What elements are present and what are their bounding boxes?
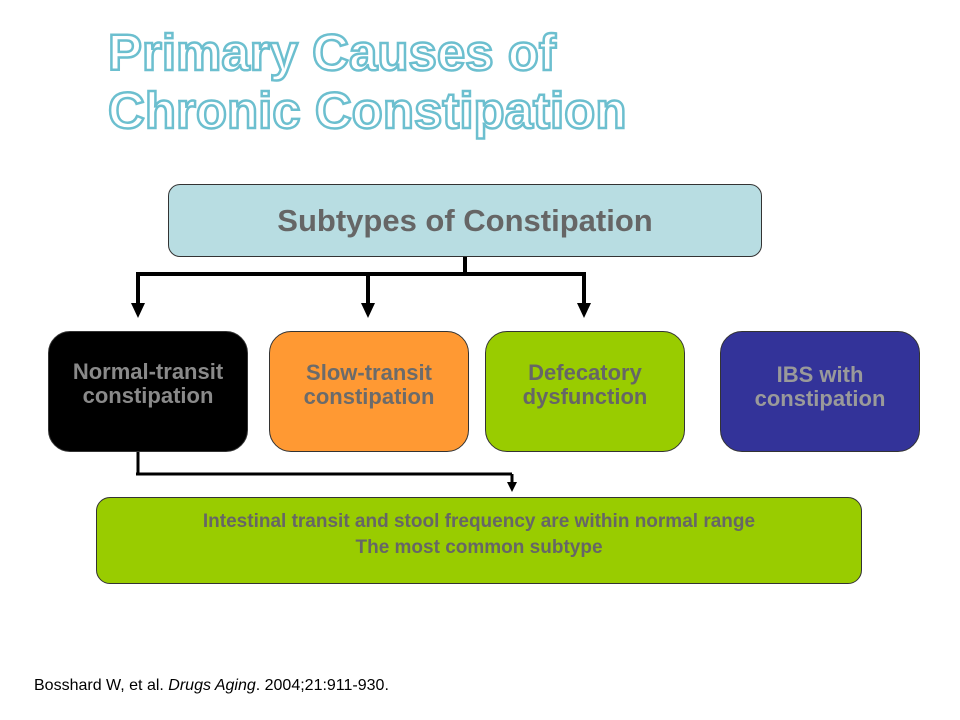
subtype-normal-transit: Normal-transit constipation — [48, 331, 248, 452]
citation-journal: Drugs Aging — [168, 677, 256, 694]
subtype-label-line-2: constipation — [303, 383, 435, 409]
arrowhead-slow-transit — [361, 303, 375, 318]
citation-authors: Bosshard W, et al. — [34, 677, 169, 694]
detail-box: Intestinal transit and stool frequency a… — [96, 497, 862, 584]
title-line-2: Chronic Constipation — [107, 81, 628, 141]
subtype-label-line-1: IBS with — [776, 361, 864, 387]
root-node-box: Subtypes of Constipation — [168, 184, 762, 257]
arrowhead-defecatory — [577, 303, 591, 318]
citation: Bosshard W, et al. Drugs Aging. 2004;21:… — [34, 677, 389, 695]
subtype-label-line-2: dysfunction — [522, 383, 648, 409]
arrowhead-normal-transit — [131, 303, 145, 318]
subtype-label-line-1: Slow-transit — [306, 359, 432, 385]
subtype-ibs-constipation: IBS with constipation — [720, 331, 920, 452]
slide-title: Primary Causes of Chronic Constipation — [107, 23, 628, 141]
subtype-label-line-2: constipation — [754, 385, 886, 411]
detail-line-2: The most common subtype — [355, 536, 603, 558]
subtype-label-line-1: Defecatory — [528, 359, 642, 385]
citation-separator: . — [255, 677, 265, 694]
subtype-defecatory-dysfunction: Defecatory dysfunction — [485, 331, 685, 452]
root-node-label: Subtypes of Constipation — [277, 202, 653, 238]
subtype-slow-transit: Slow-transit constipation — [269, 331, 469, 452]
arrowhead-detail — [507, 482, 517, 492]
title-line-1: Primary Causes of — [107, 23, 557, 83]
detail-line-1: Intestinal transit and stool frequency a… — [202, 510, 756, 532]
subtype-label-line-2: constipation — [82, 382, 214, 408]
citation-details: 2004;21:911-930. — [264, 677, 389, 694]
subtype-label-line-1: Normal-transit — [72, 358, 224, 384]
